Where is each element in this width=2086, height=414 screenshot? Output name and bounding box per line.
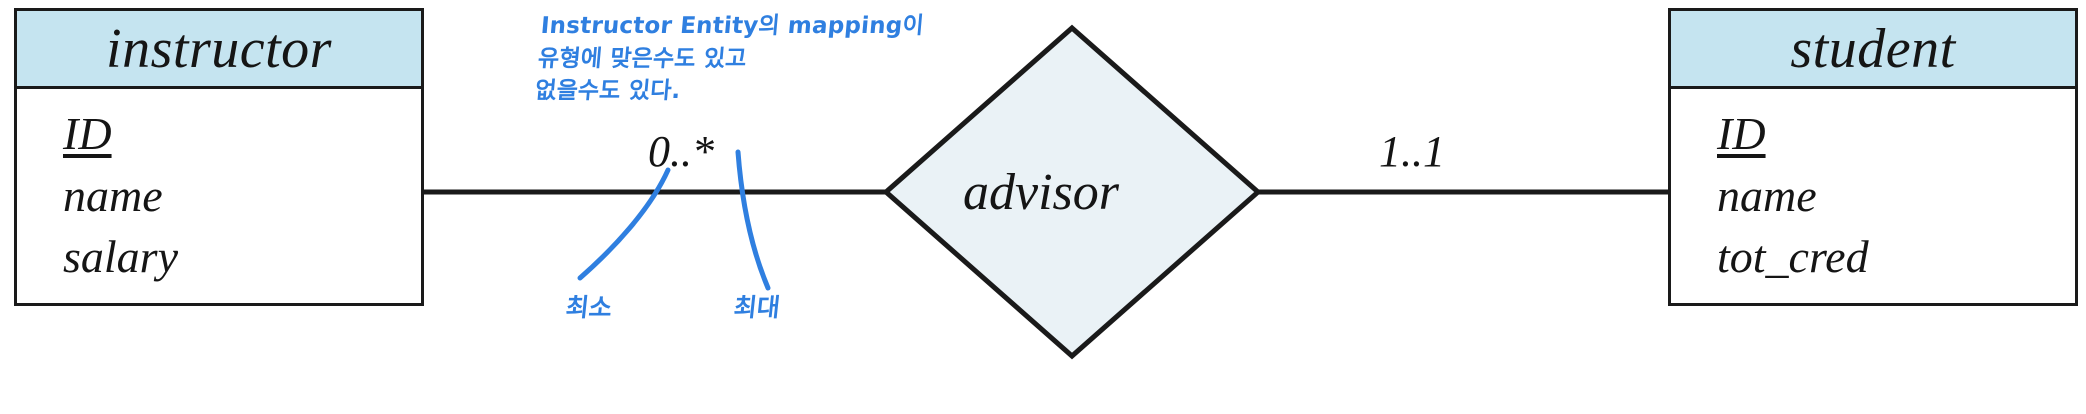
attribute-student-id: ID xyxy=(1717,108,1766,159)
callout-line-max xyxy=(735,149,771,291)
cardinality-label-right: 1..1 xyxy=(1379,127,1445,176)
handwritten-callout-min: 최소 xyxy=(564,293,614,322)
entity-student-header: student xyxy=(1671,11,2075,89)
handwritten-callout-max: 최대 xyxy=(732,293,782,322)
entity-instructor-attributes: ID name salary xyxy=(17,89,421,288)
entity-student-title: student xyxy=(1790,17,1956,80)
handwritten-note-line-2: 유형에 맞은수도 있고 xyxy=(536,45,748,72)
attribute-instructor-salary: salary xyxy=(63,231,178,283)
handwritten-note-line-1: Instructor Entity의 mapping이 xyxy=(539,13,925,39)
relationship-advisor-label: advisor xyxy=(963,164,1119,221)
handwritten-note-line-3: 없을수도 있다. xyxy=(534,78,682,105)
attribute-instructor-name: name xyxy=(63,169,163,221)
attribute-student-tot-cred: tot_cred xyxy=(1717,231,1869,283)
attribute-instructor-id: ID xyxy=(63,108,112,159)
handwritten-note: Instructor Entity의 mapping이 유형에 맞은수도 있고 … xyxy=(534,10,926,108)
entity-instructor-title: instructor xyxy=(106,17,332,80)
callout-line-min xyxy=(577,167,671,281)
entity-student[interactable]: student ID name tot_cred xyxy=(1668,8,2078,306)
entity-student-attributes: ID name tot_cred xyxy=(1671,89,2075,288)
entity-instructor[interactable]: instructor ID name salary xyxy=(14,8,424,306)
cardinality-label-left: 0..* xyxy=(648,127,714,176)
attribute-student-name: name xyxy=(1717,169,1817,221)
entity-instructor-header: instructor xyxy=(17,11,421,89)
